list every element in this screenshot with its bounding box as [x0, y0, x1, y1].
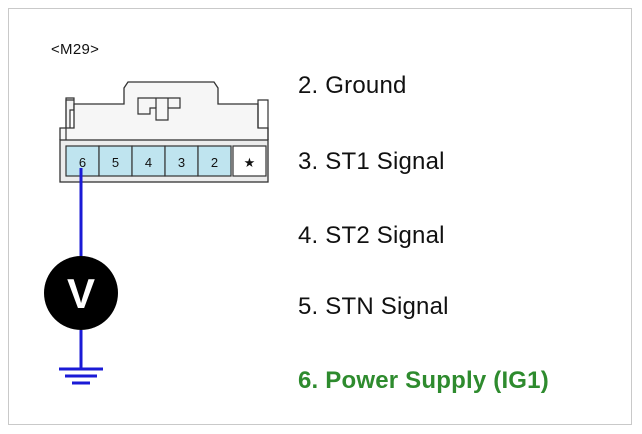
- pin-number: 6: [79, 155, 86, 170]
- connector-housing: [65, 97, 75, 131]
- legend-item: 6. Power Supply (IG1): [298, 367, 549, 394]
- ground-icon: [59, 367, 103, 385]
- connector-shell: [59, 81, 269, 140]
- connector-pin-3: 4: [131, 145, 166, 177]
- voltmeter-symbol: V: [67, 270, 95, 317]
- connector-key-icon: [137, 97, 181, 121]
- connector-label: <M29>: [51, 41, 100, 58]
- pin-row: 6 5 4 3 2 ★: [65, 145, 267, 177]
- pin-number: ★: [244, 155, 256, 170]
- pin-number: 2: [211, 155, 218, 170]
- legend-item: 3. ST1 Signal: [298, 148, 445, 175]
- legend-item: 2. Ground: [298, 72, 407, 99]
- pin-number: 5: [112, 155, 119, 170]
- pin-number: 4: [145, 155, 152, 170]
- legend-item: 4. ST2 Signal: [298, 222, 445, 249]
- voltmeter-icon: [44, 256, 118, 330]
- connector-pin-2: 5: [98, 145, 133, 177]
- legend-item: 5. STN Signal: [298, 293, 449, 320]
- pin-number: 3: [178, 155, 185, 170]
- connector-pin-6: ★: [232, 145, 267, 177]
- connector-pin-4: 3: [164, 145, 199, 177]
- diagram-frame: [8, 8, 632, 425]
- connector-pin-5: 2: [197, 145, 232, 177]
